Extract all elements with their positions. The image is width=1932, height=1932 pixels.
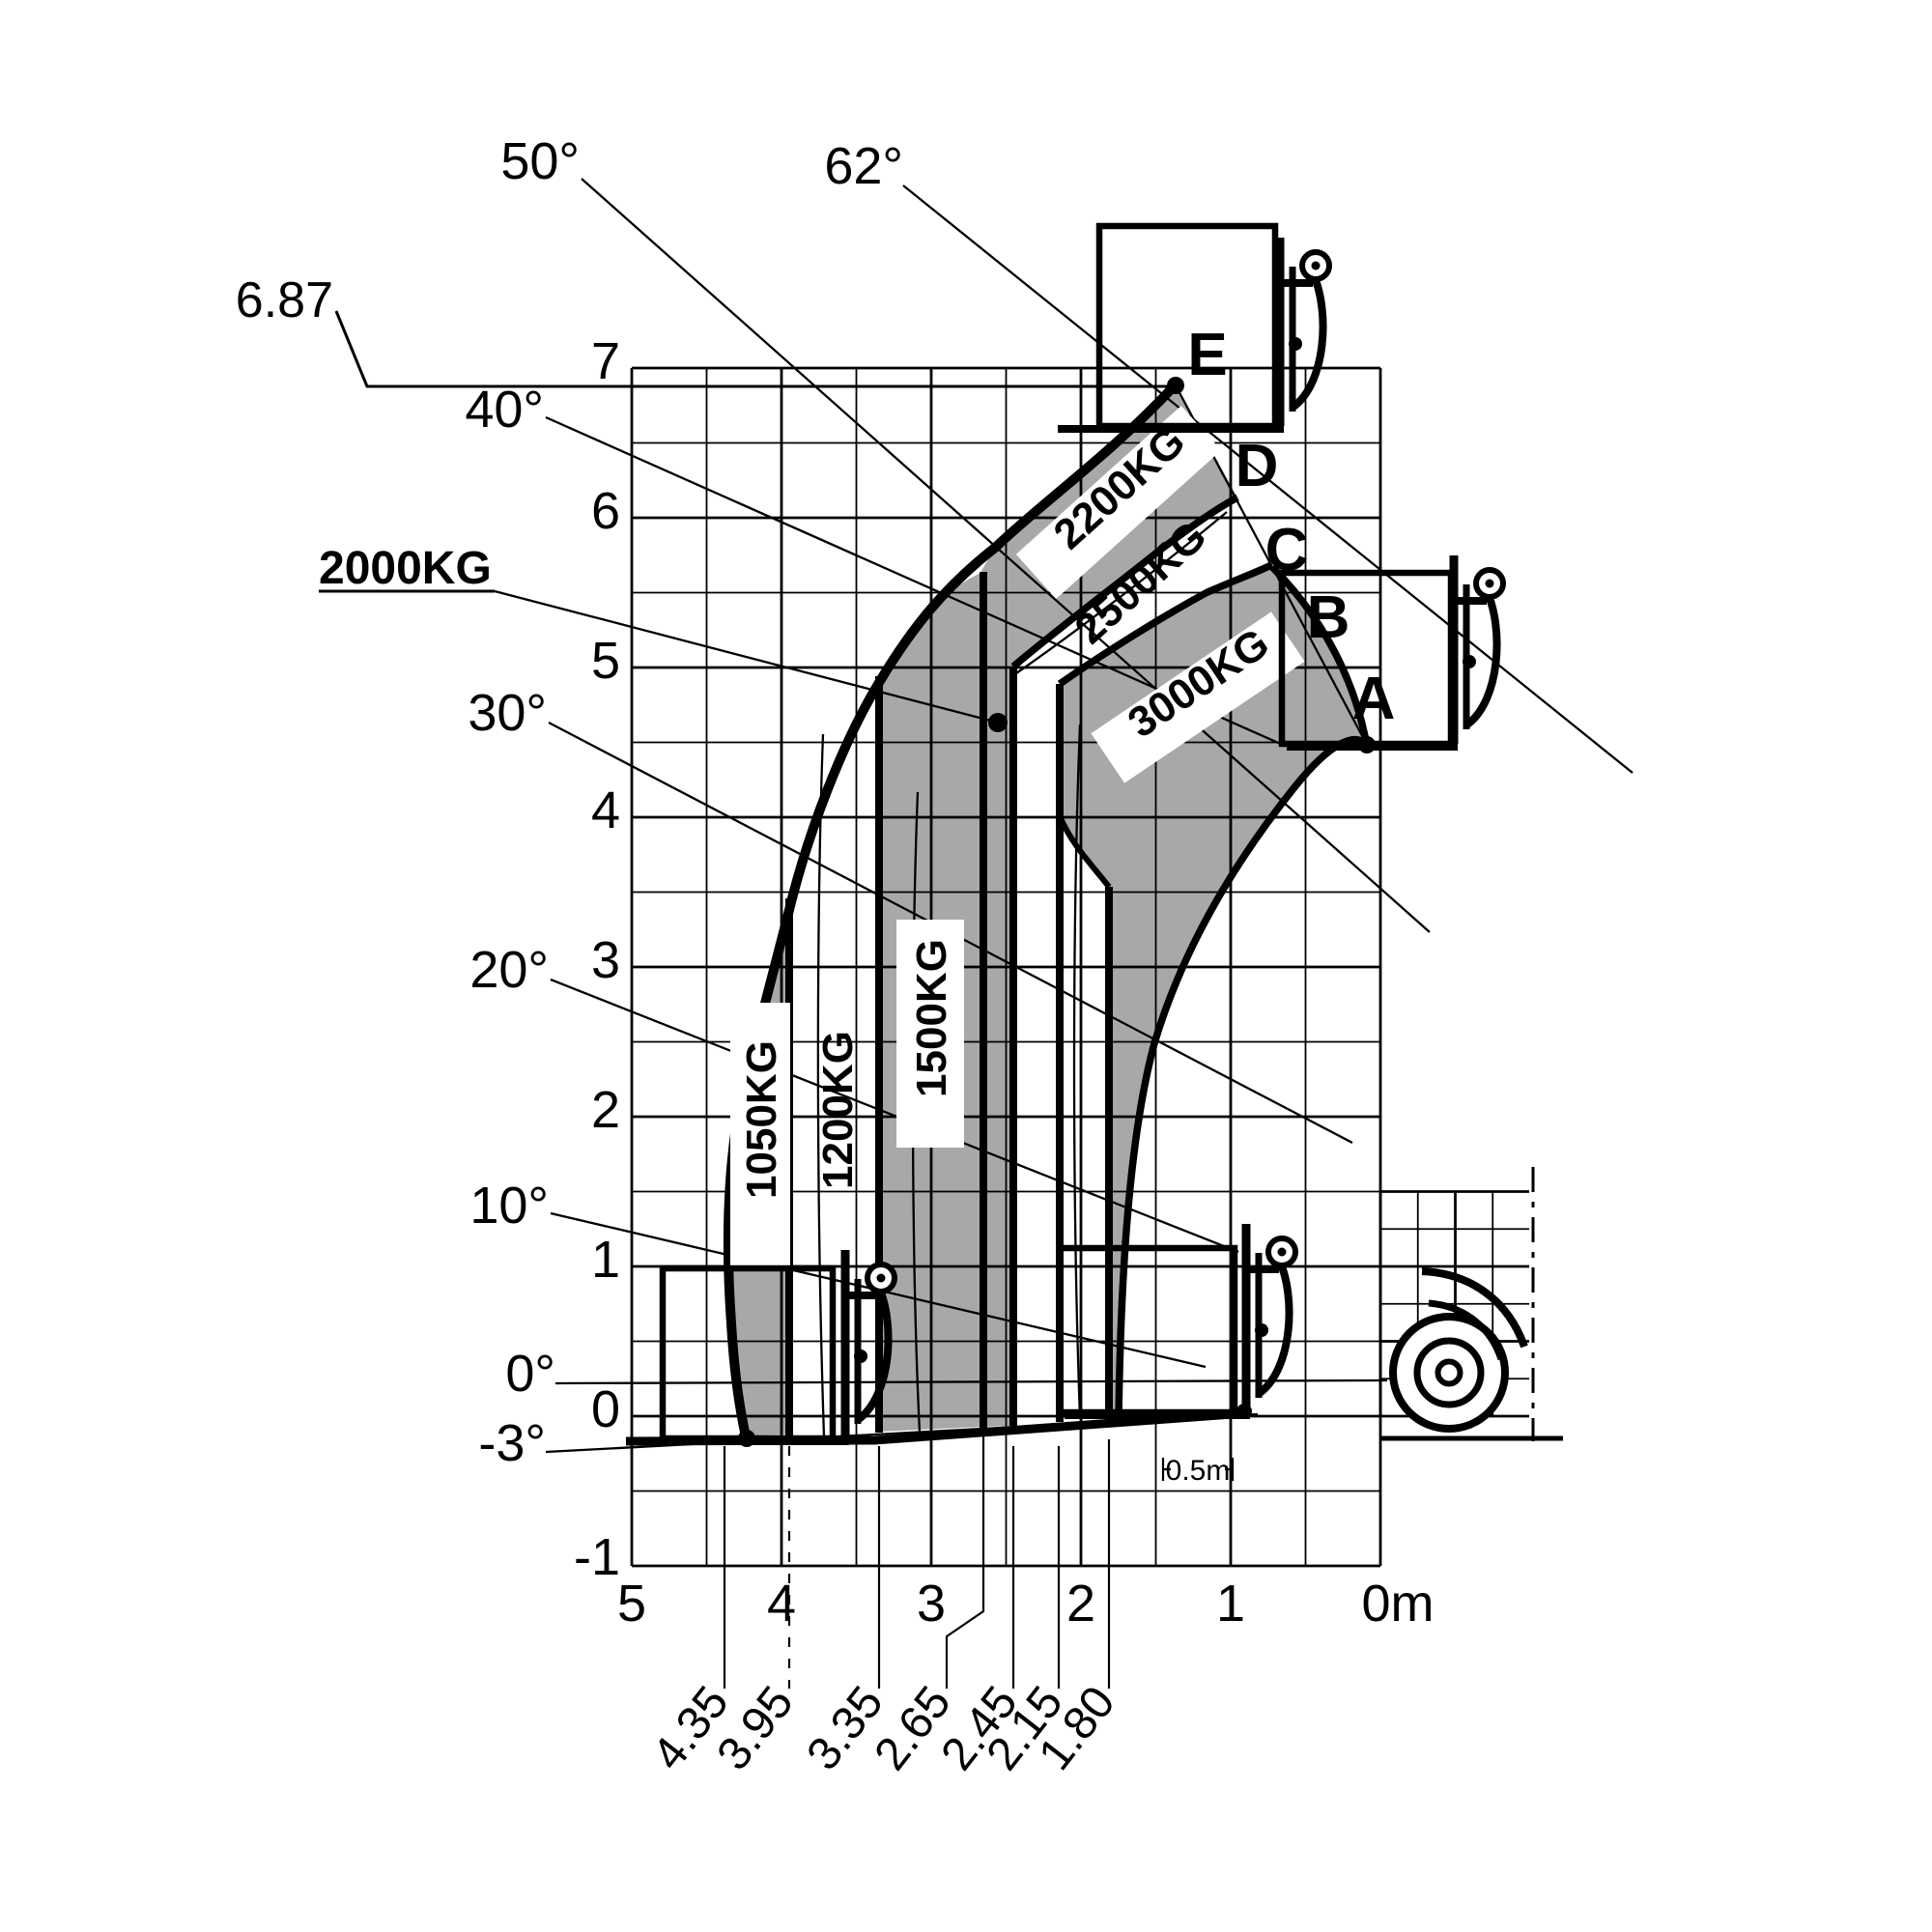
point-envelope-bottom bbox=[738, 1430, 755, 1447]
fork-link bbox=[1257, 1258, 1293, 1397]
fork-pulley-pin bbox=[1277, 1247, 1287, 1257]
fork-pulley-pin bbox=[876, 1273, 886, 1283]
arc-D bbox=[1010, 494, 1239, 669]
zone-label-box-3000 bbox=[1091, 611, 1305, 783]
ray-50 bbox=[581, 178, 1431, 933]
y-tick: -1 bbox=[574, 1528, 620, 1586]
fork-pin bbox=[1463, 655, 1476, 668]
fork-pulley-pin bbox=[1311, 261, 1321, 270]
fork-icon-bottom-left bbox=[626, 1250, 897, 1445]
point-E bbox=[1167, 377, 1184, 394]
reach-label: 3.95 bbox=[707, 1677, 803, 1779]
mark-letter-E: E bbox=[1187, 322, 1227, 388]
fender-arc bbox=[1421, 1267, 1528, 1349]
y-tick: 7 bbox=[591, 332, 620, 390]
fork-pin bbox=[1255, 1323, 1268, 1337]
zone-2200-fill bbox=[981, 384, 1237, 1427]
angle-label: 20° bbox=[469, 941, 549, 999]
x-tick: 1 bbox=[1216, 1575, 1245, 1633]
zone-label-box-1050 bbox=[730, 1003, 790, 1267]
dim-label: 0.5m bbox=[1166, 1455, 1231, 1487]
angle-label: -3° bbox=[478, 1414, 546, 1472]
fork-pin bbox=[1289, 337, 1302, 351]
arc-thin-3 bbox=[1072, 724, 1082, 1419]
fork-icon-A bbox=[1287, 555, 1506, 751]
reach-label: 3.35 bbox=[797, 1677, 893, 1779]
point-2000kg bbox=[988, 713, 1008, 732]
leader-2.65 bbox=[945, 1432, 985, 1689]
fork-icon-E bbox=[1058, 238, 1332, 433]
ray-62 bbox=[902, 185, 1634, 774]
height-6.87-leader bbox=[334, 310, 1169, 388]
wheel-icon-hub bbox=[1435, 1358, 1463, 1387]
angle-label: 40° bbox=[465, 381, 544, 439]
zone-label-1500: 1500KG bbox=[908, 939, 955, 1097]
arc-B-transition bbox=[1057, 814, 1112, 889]
zone-label-1050: 1050KG bbox=[738, 1040, 785, 1199]
y-tick: 2 bbox=[591, 1081, 620, 1139]
y-tick: 0 bbox=[591, 1380, 620, 1438]
x-tick: 4 bbox=[767, 1575, 796, 1633]
wheel-icon-tyre bbox=[1389, 1313, 1509, 1433]
angle-label: 10° bbox=[469, 1177, 549, 1235]
load-box-bottom-right bbox=[1056, 1244, 1238, 1416]
zone-label-box-2200 bbox=[1015, 406, 1222, 599]
x-tick: 2 bbox=[1066, 1575, 1095, 1633]
mark-letter-D: D bbox=[1236, 433, 1279, 499]
angle-label: 62° bbox=[824, 137, 903, 195]
y-tick: 5 bbox=[591, 632, 620, 690]
angle-label: 50° bbox=[500, 132, 580, 190]
y-tick: 1 bbox=[591, 1231, 620, 1289]
arc-thin-d bbox=[1015, 511, 1228, 674]
zone-label-2000: 2000KG bbox=[319, 543, 492, 594]
ray-0 bbox=[554, 1378, 1388, 1385]
height-label: 6.87 bbox=[236, 272, 333, 328]
zone-label-1200: 1200KG bbox=[814, 1031, 862, 1189]
fork-link bbox=[856, 1284, 893, 1423]
dim-line bbox=[1161, 1458, 1235, 1481]
arc-A bbox=[1115, 564, 1371, 1420]
y-tick: 3 bbox=[591, 931, 620, 989]
angle-label: 30° bbox=[468, 684, 547, 742]
x-tick: 5 bbox=[617, 1575, 646, 1633]
fork-pin bbox=[854, 1350, 867, 1363]
fork-icon-bottom-right bbox=[1065, 1224, 1298, 1419]
arc-C bbox=[1057, 561, 1273, 688]
y-tick: 6 bbox=[591, 482, 620, 540]
mark-letter-B: B bbox=[1307, 584, 1350, 651]
angle-label: 0° bbox=[505, 1345, 555, 1403]
mark-letter-C: C bbox=[1265, 517, 1309, 583]
envelope-arc bbox=[723, 381, 1179, 1438]
point-A bbox=[1358, 736, 1376, 753]
fender-arc bbox=[1428, 1299, 1505, 1361]
ray-20 bbox=[550, 978, 1239, 1254]
mark-letter-A: A bbox=[1352, 666, 1396, 732]
zone-label-box-1500 bbox=[896, 920, 964, 1148]
fork-pulley-pin bbox=[1485, 579, 1494, 588]
point-bottom-right-heel bbox=[1236, 1404, 1252, 1419]
x-tick: 3 bbox=[917, 1575, 946, 1633]
zone-3000-fill bbox=[1060, 567, 1367, 1420]
fork-link bbox=[1464, 589, 1501, 728]
wheel-icon-rim bbox=[1413, 1337, 1485, 1408]
x-tick: 0m bbox=[1361, 1575, 1434, 1633]
y-tick: 4 bbox=[591, 781, 620, 839]
fork-link bbox=[1291, 271, 1327, 411]
label-2000-leader bbox=[494, 589, 999, 724]
